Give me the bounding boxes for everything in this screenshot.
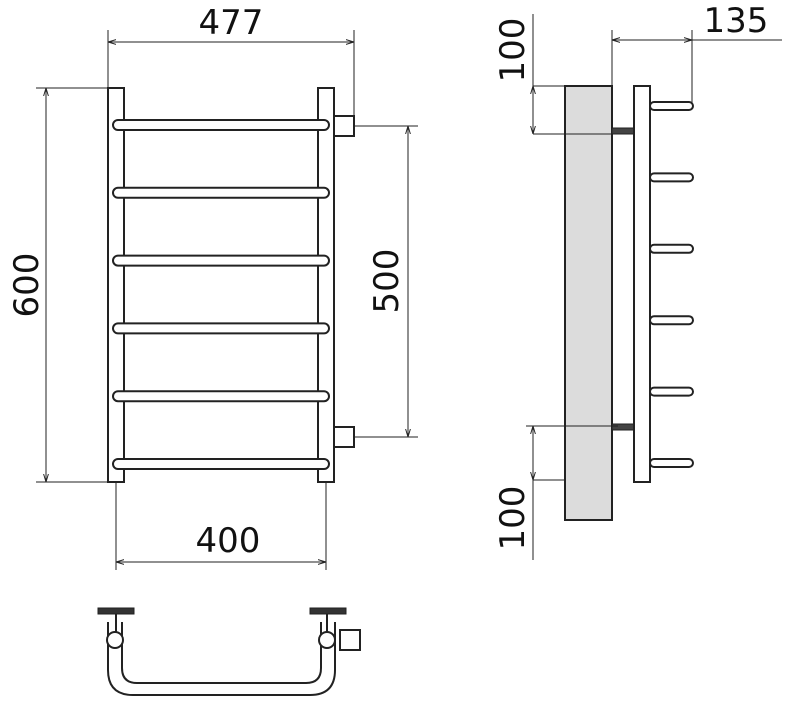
dimension-label-135: 135 <box>704 1 769 41</box>
front-rung <box>112 254 330 267</box>
dimension-depth: 135 <box>611 1 782 104</box>
dimension-top-offset: 100 <box>493 14 618 135</box>
dimension-connection-distance: 500 <box>354 125 418 438</box>
side-rungs <box>649 101 694 468</box>
right-rail <box>317 87 335 483</box>
dimension-label-100-top: 100 <box>493 18 533 83</box>
dimension-pipe-width: 400 <box>115 482 327 570</box>
dimension-height: 600 <box>7 87 108 483</box>
front-rung <box>112 119 330 131</box>
top-view-right-mount <box>309 607 347 615</box>
top-wall-bracket <box>611 127 635 135</box>
front-rung <box>112 186 330 199</box>
dimension-overall-width: 477 <box>107 3 355 116</box>
top-view-connection <box>339 629 361 651</box>
dimension-label-100-bottom: 100 <box>493 486 533 551</box>
side-rung <box>649 172 694 183</box>
wall <box>564 85 613 521</box>
top-view-u-pipe-inner <box>121 622 322 684</box>
dimension-bottom-offset: 100 <box>493 425 618 560</box>
front-rung <box>112 390 330 403</box>
bottom-connection-nozzle <box>333 426 355 448</box>
front-rung <box>112 458 330 470</box>
side-rung <box>649 101 694 111</box>
top-view <box>97 607 361 696</box>
left-rail <box>107 87 125 483</box>
bottom-wall-bracket <box>611 423 635 431</box>
side-rung <box>649 243 694 254</box>
side-rung <box>649 458 694 468</box>
side-rung <box>649 386 694 397</box>
front-rungs <box>112 119 330 470</box>
dimension-label-500: 500 <box>367 249 407 314</box>
dimension-label-400: 400 <box>196 521 261 561</box>
side-rung <box>649 315 694 326</box>
top-connection-nozzle <box>333 115 355 137</box>
dimension-label-477: 477 <box>199 3 264 43</box>
top-view-left-mount <box>97 607 135 615</box>
top-view-left-joint <box>106 631 124 649</box>
top-view-u-pipe-outer <box>107 622 336 696</box>
front-view <box>107 87 355 483</box>
side-view <box>564 85 694 521</box>
dimension-label-600: 600 <box>7 253 47 318</box>
front-rung <box>112 322 330 335</box>
side-rail <box>633 85 651 483</box>
top-view-right-joint <box>318 631 336 649</box>
